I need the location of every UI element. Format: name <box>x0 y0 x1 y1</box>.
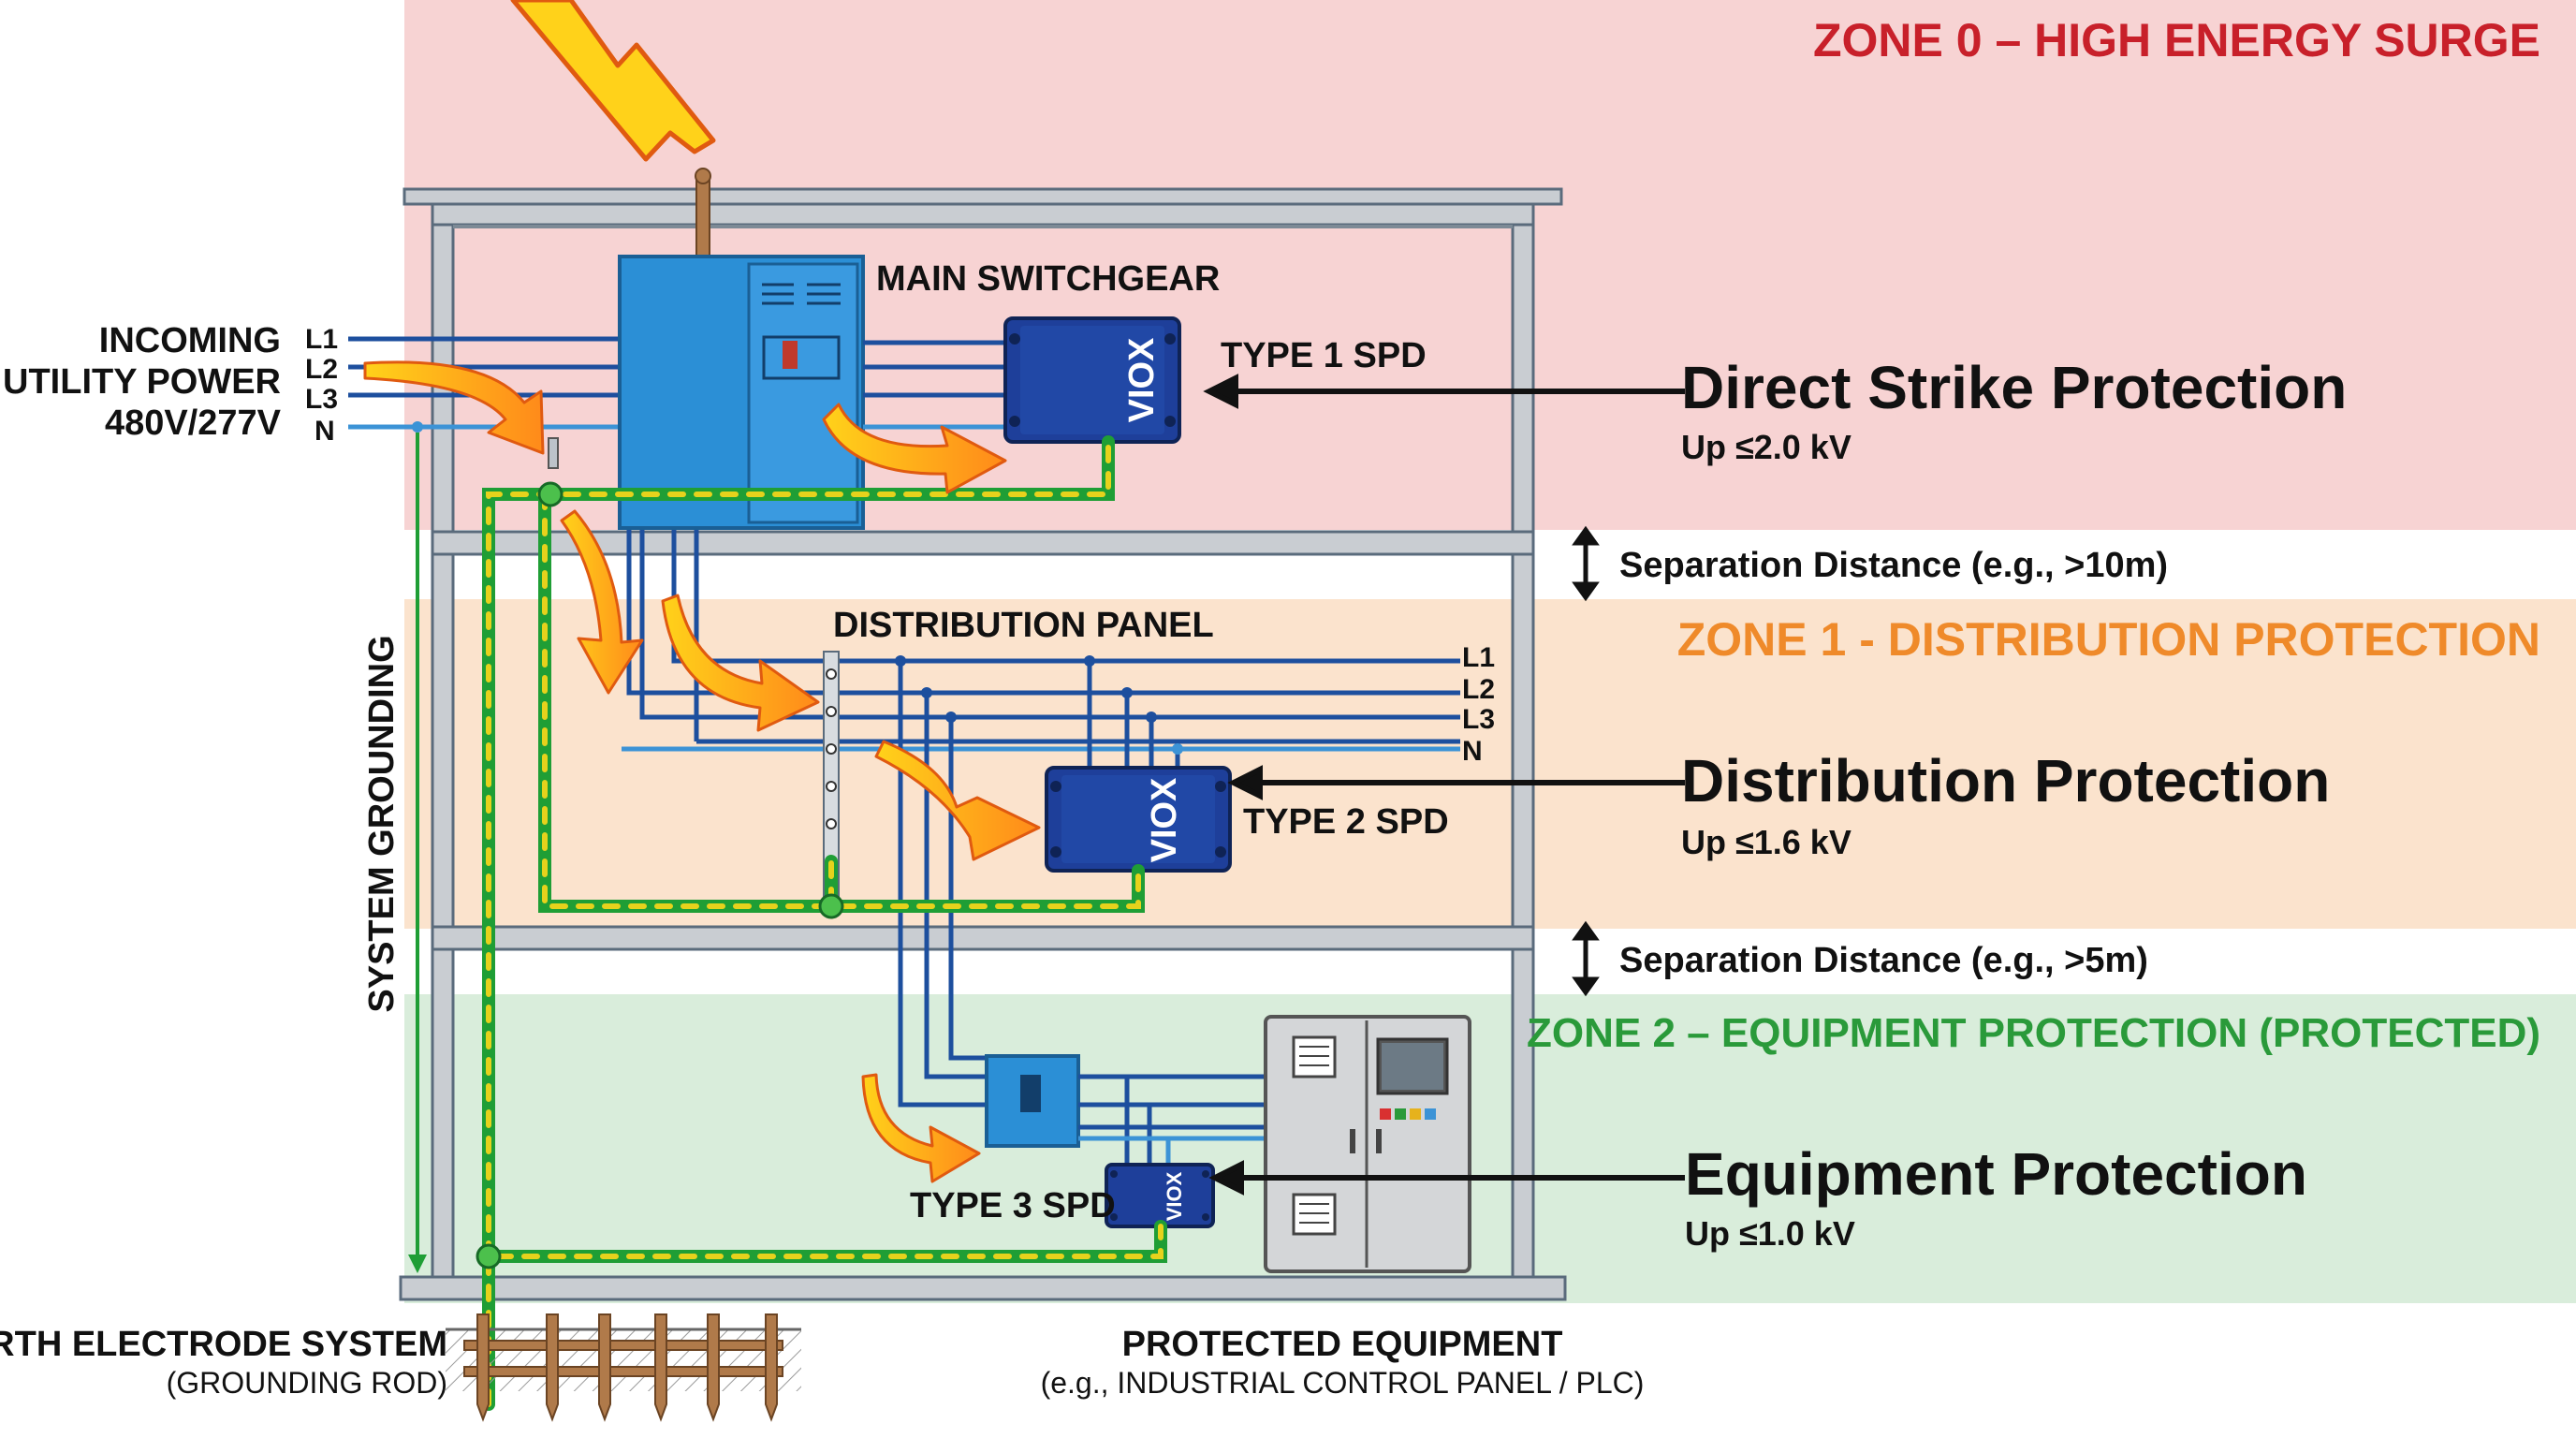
equipment-protection-title: Equipment Protection <box>1685 1140 2307 1208</box>
type3-spd-device <box>1105 1163 1215 1228</box>
type3-spd-label: TYPE 3 SPD <box>910 1186 1116 1225</box>
type2-spd-device <box>1045 766 1232 873</box>
protected-equipment-title: PROTECTED EQUIPMENT <box>1122 1325 1563 1364</box>
type3-spd-brand: VIOX <box>1163 1171 1186 1221</box>
type1-spd-brand: VIOX <box>1122 337 1162 422</box>
lightning-bolt-icon <box>510 0 716 162</box>
zone1-title: ZONE 1 - DISTRIBUTION PROTECTION <box>1677 613 2540 666</box>
type2-spd-brand: VIOX <box>1145 777 1184 862</box>
equipment-protection-up: Up ≤1.0 kV <box>1685 1214 1855 1253</box>
main-switchgear-cabinet <box>618 255 865 530</box>
building-frame <box>399 187 1567 1301</box>
separation-arrow-2 <box>1572 920 1600 997</box>
separation-label-2: Separation Distance (e.g., >5m) <box>1619 941 2148 980</box>
type1-spd-label: TYPE 1 SPD <box>1221 336 1427 375</box>
dist-phase-l3: L3 <box>1462 704 1495 735</box>
earth-electrode-sub: (GROUNDING ROD) <box>167 1366 447 1400</box>
incoming-phase-l1: L1 <box>305 324 338 355</box>
pointer-arrows <box>1203 374 1685 1196</box>
protected-equipment-cabinet <box>1264 1015 1471 1273</box>
incoming-phase-l2: L2 <box>305 354 338 385</box>
distribution-protection-up: Up ≤1.6 kV <box>1681 823 1852 861</box>
zone1-band <box>404 599 2576 929</box>
incoming-phase-l3: L3 <box>305 384 338 415</box>
distribution-busbar <box>823 651 840 903</box>
earth-electrode-title: EARTH ELECTRODE SYSTEM <box>0 1325 447 1364</box>
dist-phase-l2: L2 <box>1462 674 1495 705</box>
earth-electrode-system <box>446 1313 801 1422</box>
dist-phase-n: N <box>1462 736 1483 767</box>
separation-arrow-1 <box>1572 525 1600 602</box>
distribution-protection-title: Distribution Protection <box>1681 747 2330 814</box>
dist-phase-l1: L1 <box>1462 642 1495 673</box>
zone2-title: ZONE 2 – EQUIPMENT PROTECTION (PROTECTED… <box>1527 1010 2540 1056</box>
main-switchgear-label: MAIN SWITCHGEAR <box>876 259 1220 299</box>
direct-strike-title: Direct Strike Protection <box>1681 354 2347 421</box>
type3-breaker-box <box>985 1054 1080 1148</box>
incoming-label-3: 480V/277V <box>105 404 282 443</box>
incoming-label-1: INCOMING <box>99 321 281 360</box>
protected-equipment-sub: (e.g., INDUSTRIAL CONTROL PANEL / PLC) <box>1041 1366 1645 1400</box>
surge-arrows <box>363 360 1041 1183</box>
incoming-label-2: UTILITY POWER <box>3 362 281 402</box>
separation-label-1: Separation Distance (e.g., >10m) <box>1619 546 2168 585</box>
distribution-panel-label: DISTRIBUTION PANEL <box>833 606 1214 645</box>
system-grounding-label: SYSTEM GROUNDING <box>362 635 402 1012</box>
type2-spd-label: TYPE 2 SPD <box>1243 802 1449 842</box>
direct-strike-up: Up ≤2.0 kV <box>1681 428 1852 466</box>
type1-spd-device <box>1003 316 1181 444</box>
zone0-title: ZONE 0 – HIGH ENERGY SURGE <box>1813 14 2540 66</box>
incoming-phase-n: N <box>315 416 335 447</box>
